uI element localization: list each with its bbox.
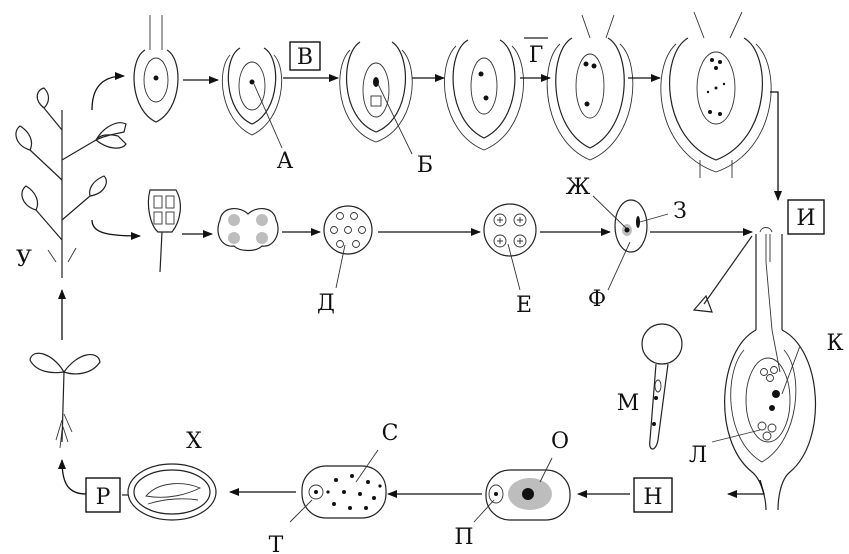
arrow-R-to-seedling <box>58 459 87 495</box>
label-T: Т <box>269 533 284 554</box>
label-E: Е <box>516 293 532 318</box>
label-O: О <box>551 429 569 454</box>
label-B: Б <box>417 153 433 178</box>
label-S: С <box>382 421 399 446</box>
anther-cross-section <box>217 208 279 252</box>
svg-text:Г: Г <box>529 43 544 68</box>
adult-flowering-plant <box>15 87 127 278</box>
pistil-fertilization <box>724 227 816 511</box>
developing-seed <box>301 465 387 519</box>
label-P: П <box>454 525 473 550</box>
hollow-arrow-to-pollen-tube <box>703 235 753 305</box>
label-G: Г <box>524 37 548 68</box>
stamen-anther <box>147 189 181 273</box>
label-Z: З <box>673 199 687 224</box>
arrow-to-fertilization <box>770 91 782 201</box>
label-A: А <box>277 149 294 174</box>
ovule-stage-1 <box>133 15 179 123</box>
label-D: Д <box>317 291 335 316</box>
germinating-pollen <box>641 323 683 450</box>
label-Kh: Х <box>186 429 202 454</box>
ovule-stage-3 <box>339 41 413 143</box>
label-U: У <box>16 247 32 272</box>
svg-text:Н: Н <box>643 485 662 510</box>
label-N: Н <box>633 477 673 513</box>
arrow-plant-to-ovule <box>91 72 125 111</box>
label-K: К <box>826 331 843 356</box>
ovule-stage-2 <box>221 47 283 136</box>
label-R: Р <box>85 477 121 513</box>
label-I: И <box>787 199 825 235</box>
svg-text:В: В <box>297 45 313 70</box>
ovule-stage-6-embryo-sac <box>660 11 772 178</box>
mature-seed <box>127 463 217 521</box>
svg-text:Р: Р <box>96 485 111 510</box>
zygote-endosperm-cell <box>485 469 571 521</box>
svg-text:И: И <box>796 206 815 231</box>
label-Zh: Ж <box>566 175 591 200</box>
arrow-pistil-to-N <box>727 479 765 498</box>
microspore-tetrads <box>483 203 537 257</box>
label-F: Ф <box>588 287 606 312</box>
seedling <box>29 352 101 449</box>
label-L: Л <box>689 443 707 468</box>
label-M: М <box>617 391 640 416</box>
ovule-stage-5 <box>546 14 634 161</box>
arrow-plant-to-anther <box>91 219 141 240</box>
label-V: В <box>289 41 321 71</box>
ovule-stage-4 <box>444 39 524 151</box>
microspore-mother-cells <box>323 205 373 255</box>
pollen-grain <box>614 199 648 253</box>
